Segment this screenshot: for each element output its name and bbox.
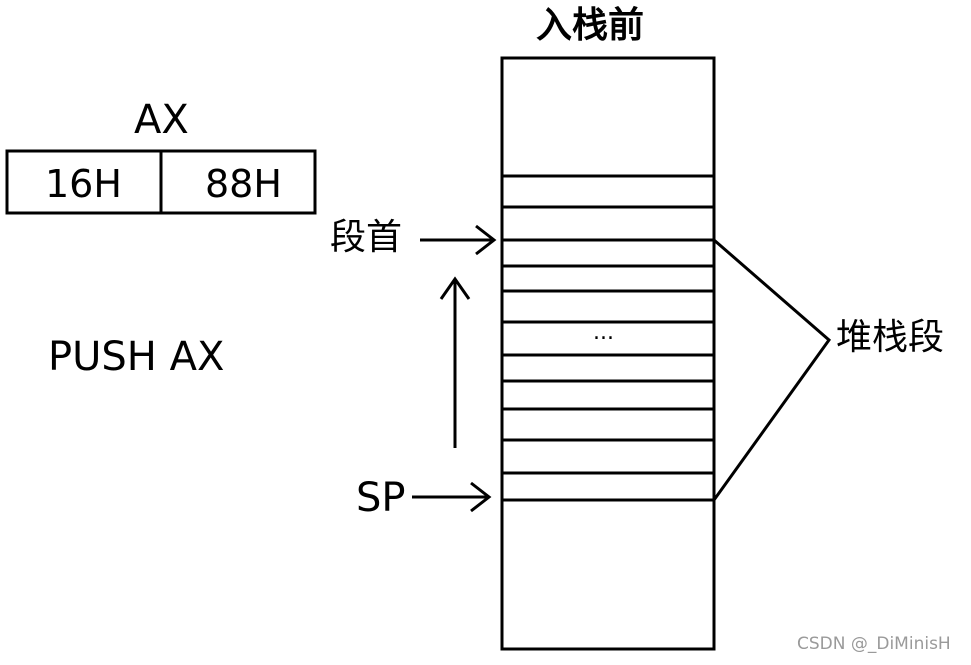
upward-arrow [439,276,471,448]
stack-segment-bracket [712,238,832,501]
segment-head-arrow [420,224,497,256]
register-low-byte: 88H [205,162,282,206]
sp-label: SP [356,475,406,521]
watermark-text: CSDN @_DiMinisH [797,634,951,654]
segment-head-label: 段首 [330,217,403,258]
ellipsis-marker: ... [593,320,614,345]
stack-segment-label: 堆栈段 [836,317,945,358]
instruction-text: PUSH AX [48,334,225,380]
register-name-label: AX [134,97,189,143]
register-high-byte: 16H [45,162,122,206]
sp-arrow [412,481,492,513]
diagram-title: 入栈前 [536,5,645,46]
